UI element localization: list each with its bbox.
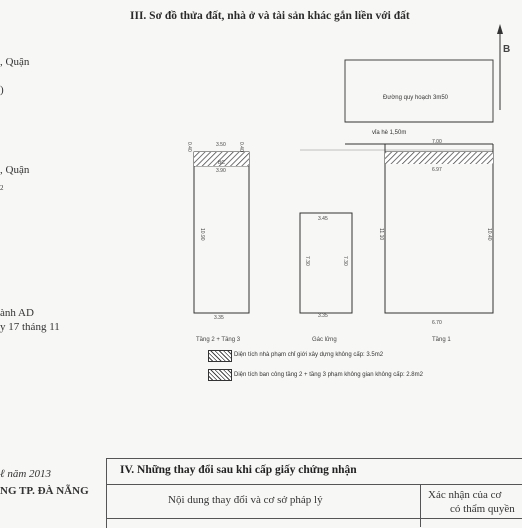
left-fragment-4: 2: [0, 184, 4, 192]
section-4-table: [106, 458, 522, 528]
dim-gac-side-r: 7.30: [342, 256, 348, 266]
balcony-hatch: [194, 152, 249, 166]
table-col2-header-line1: Xác nhận của cơ: [428, 489, 502, 501]
table-col2-header-line2: có thẩm quyền: [450, 503, 515, 515]
dim-t1-bottom: 6.70: [432, 320, 442, 326]
sidewalk-label: vỉa hè 1,50m: [372, 130, 407, 136]
left-fragment-8: NG TP. ĐÀ NẴNG: [0, 485, 89, 497]
setback-hatch: [385, 152, 493, 164]
legend-text-1: Diện tích nhà phạm chỉ giới xây dựng khô…: [234, 352, 384, 358]
road-outline: [344, 59, 494, 123]
legend-hatch-1: [208, 350, 232, 362]
left-fragment-2: ): [0, 84, 4, 96]
table-header-divider: [106, 484, 522, 485]
dim-v1: 0.40: [186, 142, 192, 152]
label-tang1: Tầng 1: [432, 337, 451, 343]
dim-t2-inner: 3.90: [216, 168, 226, 174]
legend-hatch-2: [208, 369, 232, 381]
left-fragment-1: , Quận: [0, 56, 30, 68]
dim-gac-top: 3.45: [318, 216, 328, 222]
table-row-divider: [106, 518, 522, 519]
section-4-title: IV. Những thay đổi sau khi cấp giấy chứn…: [120, 464, 357, 476]
dim-t2-side: 10.90: [199, 228, 205, 241]
north-label: B: [503, 44, 511, 55]
floor-plan-drawing: [193, 24, 503, 314]
north-arrow-head: [497, 24, 503, 34]
section-3-title: III. Sơ đồ thửa đất, nhà ở và tài sản kh…: [130, 10, 410, 22]
dim-t1-side-r: 10.40: [486, 228, 492, 241]
mezzanine-outline: [299, 212, 353, 314]
left-fragment-3: , Quận: [0, 164, 30, 176]
road-label: Đường quy hoạch 3m50: [383, 95, 448, 101]
dim-gac-bottom: 3.35: [318, 313, 328, 319]
dim-t2-bottom: 3.35: [214, 315, 224, 321]
left-fragment-6: y 17 tháng 11: [0, 321, 60, 333]
table-col-divider: [420, 484, 421, 527]
left-fragment-5: ành AD: [0, 307, 34, 319]
dim-t1-top: 7.00: [432, 139, 442, 145]
table-col1-header: Nội dung thay đổi và cơ sở pháp lý: [168, 494, 323, 506]
dim-t2-top: 3.50: [216, 142, 226, 148]
left-fragment-7: ℓ năm 2013: [0, 468, 52, 480]
dim-bc: BC: [218, 160, 225, 166]
label-tang23: Tầng 2 + Tầng 3: [196, 337, 241, 343]
label-gac: Gác lửng: [312, 337, 337, 343]
dim-t1-side-l: 11.10: [378, 228, 384, 241]
dim-t1-inner: 6.97: [432, 167, 442, 173]
legend-text-2: Diện tích ban công tầng 2 + tầng 3 phạm …: [234, 372, 423, 378]
dim-v2: 0.40: [238, 142, 244, 152]
dim-gac-side-l: 7.30: [304, 256, 310, 266]
floor-1-outline: [384, 151, 494, 314]
